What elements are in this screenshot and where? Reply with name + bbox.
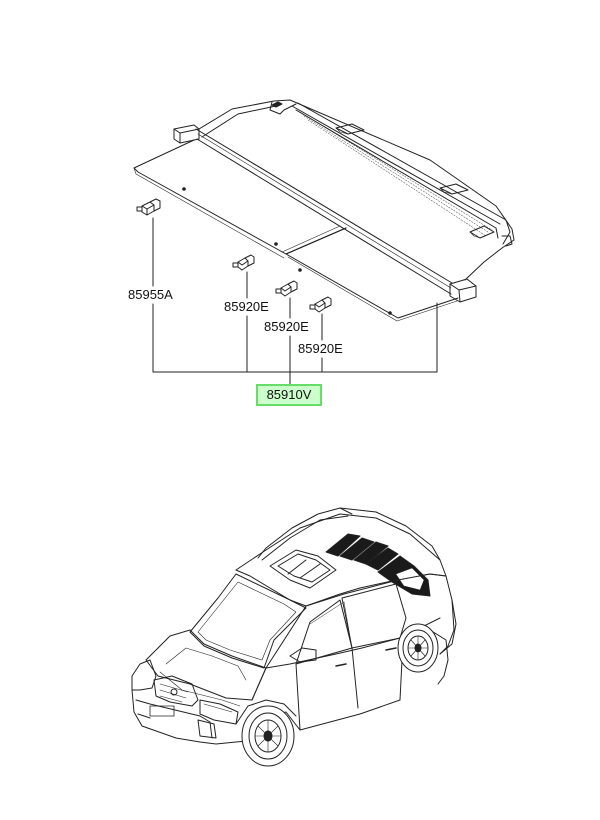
- left-end-cap: [173, 124, 200, 144]
- clip-85920e-3: [309, 296, 332, 313]
- cover-board-left: [133, 139, 347, 259]
- right-end-cap: [449, 278, 477, 303]
- leader-lines: [152, 217, 438, 385]
- fold-hinge: [281, 225, 341, 253]
- front-wheel: [241, 705, 295, 767]
- luggage-cover-assembly: [133, 99, 515, 322]
- label-85920e-1: 85920E: [224, 299, 269, 314]
- vehicle-illustration: [131, 507, 457, 767]
- rear-tray: [198, 99, 515, 281]
- hook-85955a: [136, 198, 161, 216]
- clip-85920e-1: [232, 254, 255, 271]
- label-85920e-2: 85920E: [264, 319, 309, 334]
- roller-housing: [195, 128, 453, 295]
- label-85955a: 85955A: [128, 287, 173, 302]
- rear-wheel: [397, 623, 439, 673]
- label-85920e-3: 85920E: [298, 341, 343, 356]
- assembly-callout-85910v[interactable]: 85910V: [256, 384, 322, 406]
- clip-85920e-2: [275, 280, 298, 297]
